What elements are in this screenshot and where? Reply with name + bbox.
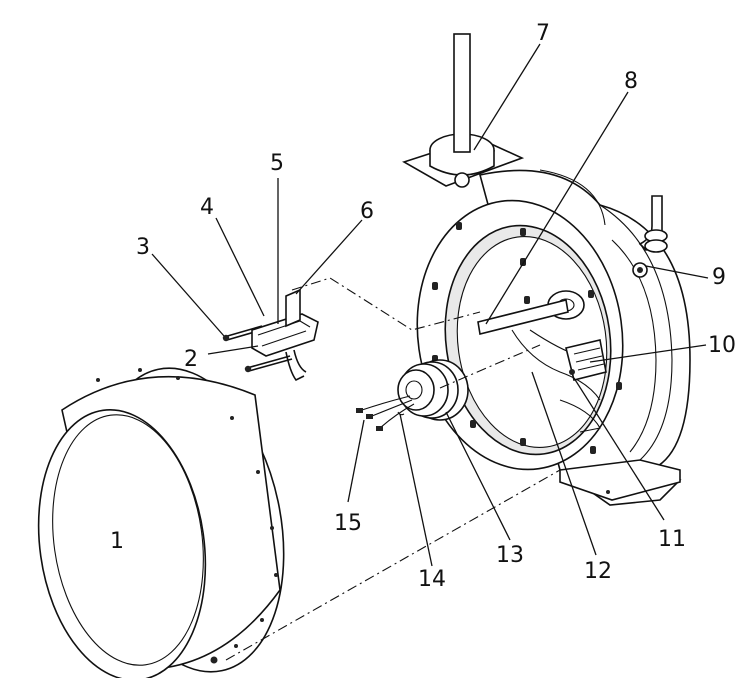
callout-12: 12 (584, 559, 612, 584)
callout-14: 14 (418, 567, 446, 592)
callout-11: 11 (658, 527, 686, 552)
callout-3: 3 (136, 235, 150, 260)
callout-15: 15 (334, 511, 362, 536)
callout-5: 5 (270, 151, 284, 176)
part-9-elbow-fitting (632, 195, 668, 278)
callout-labels: 1 2 3 4 5 6 7 8 9 10 11 12 13 14 15 (110, 21, 736, 592)
callout-6: 6 (360, 199, 374, 224)
bracket-assembly (222, 288, 319, 382)
part-14-15-leads (356, 395, 415, 431)
leader-lines (151, 43, 709, 567)
callout-2: 2 (184, 347, 198, 372)
callout-4: 4 (200, 195, 214, 220)
assembly-centerlines (225, 277, 561, 661)
callout-8: 8 (624, 69, 638, 94)
callout-1: 1 (110, 529, 124, 554)
part-7-swivel-mount (402, 33, 525, 188)
part-13-slip-ring (397, 359, 469, 421)
callout-10: 10 (708, 333, 736, 358)
part-1-front-cover (37, 367, 285, 678)
main-reel-housing (416, 169, 691, 506)
callout-7: 7 (536, 21, 550, 46)
callout-9: 9 (712, 265, 726, 290)
callout-13: 13 (496, 543, 524, 568)
